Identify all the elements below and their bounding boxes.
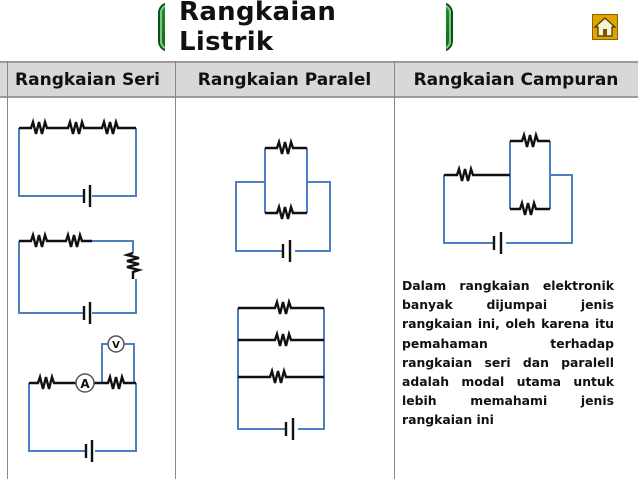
- column-divider: [394, 61, 395, 479]
- column-divider: [7, 61, 8, 479]
- resistor-symbol: [19, 230, 92, 248]
- page-title: Rangkaian Listrik: [160, 0, 451, 59]
- column-header-campuran: Rangkaian Campuran: [413, 69, 619, 90]
- battery-symbol: [492, 232, 503, 254]
- battery-symbol: [284, 418, 295, 440]
- resistor-symbol: [510, 130, 550, 148]
- description-text: Dalam rangkaian elektronik banyak dijump…: [402, 278, 614, 428]
- resistor-symbol: [29, 372, 76, 390]
- series-circuit-3: V A: [28, 335, 137, 462]
- resistor-symbol: [265, 202, 307, 220]
- battery-symbol: [84, 440, 94, 462]
- ammeter-icon: [75, 373, 95, 393]
- ammeter-label: A: [80, 377, 90, 391]
- voltmeter-label: V: [112, 340, 120, 351]
- mixed-circuit: [443, 130, 573, 254]
- resistor-symbol: [238, 366, 324, 384]
- home-icon: [593, 17, 617, 37]
- home-button[interactable]: [592, 14, 618, 40]
- battery-symbol: [82, 185, 92, 207]
- resistor-symbol: [94, 372, 136, 390]
- resistor-symbol: [122, 251, 144, 279]
- column-divider: [175, 61, 176, 479]
- series-circuit-1: [18, 117, 137, 207]
- column-header-seri: Rangkaian Seri: [15, 69, 160, 90]
- resistor-symbol: [510, 198, 550, 216]
- table-header: Rangkaian Seri Rangkaian Paralel Rangkai…: [0, 61, 638, 98]
- resistor-symbol: [444, 164, 510, 182]
- parallel-circuit-2: [237, 297, 325, 440]
- resistor-symbol: [238, 329, 324, 347]
- page-title-text: Rangkaian Listrik: [165, 0, 446, 59]
- resistor-symbol: [238, 297, 324, 315]
- resistor-symbol: [19, 117, 136, 135]
- battery-symbol: [281, 240, 292, 262]
- battery-symbol: [82, 302, 92, 324]
- resistor-symbol: [265, 137, 307, 155]
- column-header-paralel: Rangkaian Paralel: [197, 69, 372, 90]
- series-circuit-2: [18, 230, 144, 324]
- voltmeter-icon: [107, 335, 125, 353]
- parallel-circuit-1: [235, 137, 331, 262]
